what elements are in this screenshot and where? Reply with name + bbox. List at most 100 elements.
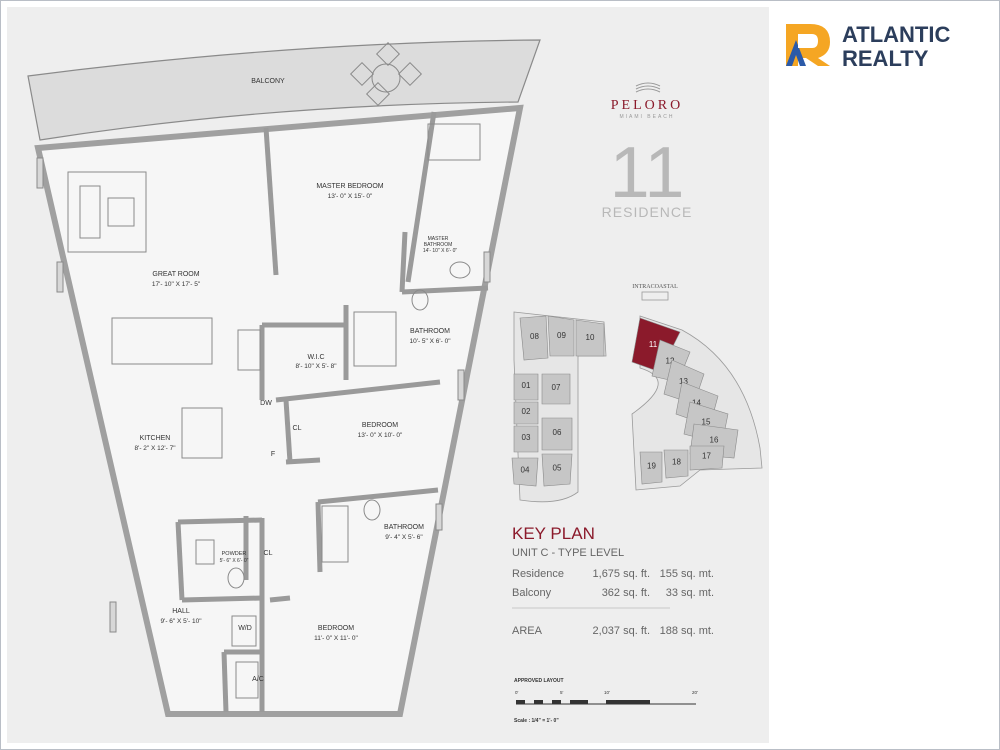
key-plan-unit-19 [639,451,663,485]
key-plan-unit-02 [513,401,539,425]
exterior-walls [34,104,524,717]
key-plan-unit-label-14: 14 [692,399,701,408]
project-city: MIAMI BEACH [619,114,674,120]
area-label: AREA [512,625,543,637]
fridge-label: F [271,451,275,458]
key-plan-unit-label-15: 15 [702,418,711,427]
approved-layout-label: APPROVED LAYOUT [514,678,564,684]
peloro-logo-icon [635,82,661,93]
bathroom-2-label: BATHROOM [384,524,424,531]
key-plan-unit-label-16: 16 [710,436,719,445]
balcony-label-row: Balcony [512,587,552,599]
bedroom-1-dims: 13'- 0" X 10'- 0" [358,432,403,439]
atlantic-realty-logo-icon [786,24,830,66]
bathroom-2-dims: 9'- 4" X 5'- 6" [385,534,423,541]
key-plan-diagram: INTRACOASTAL 08 09 10 01 07 02 03 06 04 05 11 12 13 1… [511,284,763,503]
project-name: PELORO [611,98,683,113]
scale-bar: APPROVED LAYOUT 0' 5' 10' 20' Scale : 1/… [514,678,698,724]
key-plan-unit-04 [511,457,539,487]
key-plan-unit-label-05: 05 [553,464,562,473]
key-plan-title: KEY PLAN [512,524,595,543]
unit-type-subtitle: UNIT C - TYPE LEVEL [512,547,624,559]
powder-label: POWDER [222,551,247,557]
furniture [67,41,481,699]
residence-label-row: Residence [512,568,564,580]
residence-sqmt: 155 sq. mt. [660,568,714,580]
atlantic-realty-logo: ATLANTIC REALTY [786,22,950,71]
master-bathroom-label-2: BATHROOM [424,242,453,248]
key-plan-unit-label-03: 03 [522,433,531,442]
closet-1-label: CL [293,425,302,432]
key-plan-unit-label-12: 12 [666,357,675,366]
area-sqmt: 188 sq. mt. [660,625,714,637]
area-sqft: 2,037 sq. ft. [593,625,650,637]
ac-label: A/C [252,676,264,683]
great-room-label: GREAT ROOM [152,271,199,278]
master-bedroom-dims: 13'- 0" X 15'- 0" [328,193,373,200]
bedroom-2-label: BEDROOM [318,625,354,632]
bathroom-1-label: BATHROOM [410,328,450,335]
key-plan-unit-label-04: 04 [521,466,530,475]
residence-sqft: 1,675 sq. ft. [593,568,650,580]
master-bathroom-dims: 14'- 10" X 6'- 0" [423,248,458,254]
bedroom-1-label: BEDROOM [362,422,398,429]
residence-label: RESIDENCE [602,204,693,220]
key-plan-unit-label-10: 10 [586,333,595,342]
brand-line-1: ATLANTIC [842,22,950,47]
interior-walls [175,111,489,713]
intracoastal-marker-icon [641,291,669,301]
scale-tick-0: 0' [515,690,519,695]
key-plan-unit-label-18: 18 [672,458,681,467]
master-bathroom-label-1: MASTER [428,236,449,242]
key-plan-unit-06 [541,417,573,451]
key-plan-unit-01 [513,373,539,401]
key-plan-unit-label-09: 09 [557,331,566,340]
key-plan-unit-10 [575,319,605,357]
scale-segments [516,700,650,704]
key-plan-unit-label-17: 17 [702,452,711,461]
balcony-sqmt: 33 sq. mt. [666,587,714,599]
project-header: PELORO MIAMI BEACH 11 RESIDENCE [602,82,693,220]
key-plan-unit-03 [513,425,539,453]
kitchen-label: KITCHEN [140,435,171,442]
brand-line-2: REALTY [842,46,929,71]
balcony-label: BALCONY [251,78,285,85]
bedroom-2-dims: 11'- 0" X 11'- 0" [314,635,358,642]
scale-note: Scale : 1/4" = 1'- 0" [514,718,559,724]
dw-label: DW [260,400,272,407]
key-plan-unit-label-11: 11 [649,340,658,349]
key-plan-unit-05 [541,453,573,487]
key-plan-unit-label-08: 08 [530,332,539,341]
residence-number: 11 [610,133,685,213]
master-bedroom-label: MASTER BEDROOM [316,183,383,190]
closet-2-label: CL [264,550,273,557]
scale-tick-20: 20' [692,690,698,695]
key-plan-unit-17 [689,445,725,471]
wic-dims: 8'- 10" X 5'- 8" [295,363,337,370]
powder-dims: 5'- 6" X 6'- 0" [220,558,249,564]
key-plan-unit-08 [519,315,549,361]
key-plan-unit-label-02: 02 [522,407,531,416]
window-frames [36,157,491,633]
bathroom-1-dims: 10'- 5" X 6'- 0" [409,338,451,345]
info-block: KEY PLAN UNIT C - TYPE LEVEL Residence 1… [512,524,714,637]
great-room-dims: 17'- 10" X 17'- 5" [152,281,201,288]
key-plan-unit-label-13: 13 [679,377,688,386]
key-plan-unit-07 [541,373,571,405]
intracoastal-label: INTRACOASTAL [632,284,678,290]
key-plan-unit-label-07: 07 [552,383,561,392]
key-plan-unit-label-01: 01 [522,381,531,390]
hall-dims: 9'- 6" X 5'- 10" [160,618,202,625]
balcony-sqft: 362 sq. ft. [602,587,650,599]
floor-plan: BALCONY MASTER BEDROOM 13'- 0" X 15'- 0"… [27,39,541,717]
key-plan-unit-09 [547,315,575,357]
key-plan-unit-label-06: 06 [553,428,562,437]
kitchen-dims: 8'- 2" X 12'- 7" [134,445,176,452]
washer-dryer-label: W/D [238,625,252,632]
hall-label: HALL [172,608,190,615]
scale-tick-5: 5' [560,690,564,695]
key-plan-unit-label-19: 19 [647,462,656,471]
scale-tick-10: 10' [604,690,610,695]
wic-label: W.I.C [307,354,324,361]
